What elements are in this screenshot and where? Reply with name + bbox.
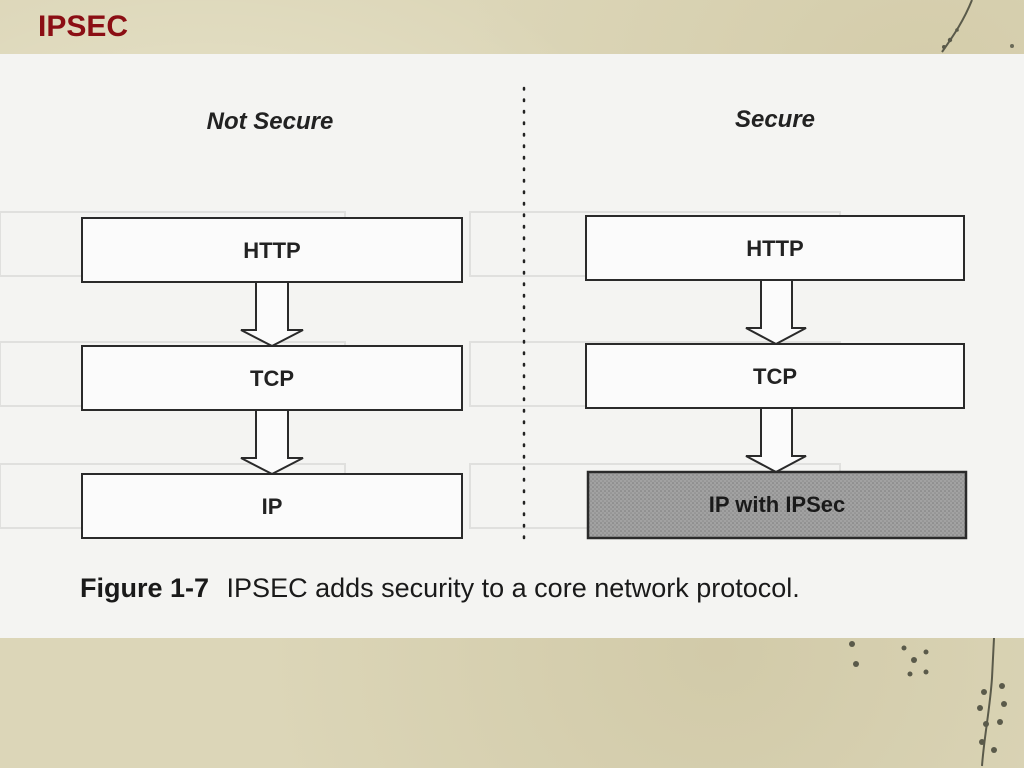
- right-layer-ip-with-ipsec: IP with IPSec: [586, 470, 968, 540]
- figure-caption: Figure 1-7 IPSEC adds security to a core…: [80, 573, 800, 603]
- figure-image: Not Secure Secure HTTP TCP IP HTTP: [0, 54, 1024, 638]
- right-column-heading: Secure: [735, 106, 815, 133]
- figure-label: Figure 1-7: [80, 573, 209, 603]
- layer-label: IP with IPSec: [709, 492, 846, 517]
- layer-label: TCP: [250, 366, 294, 391]
- caption-text: IPSEC adds security to a core network pr…: [227, 573, 800, 603]
- down-arrow: [240, 409, 304, 476]
- layer-label: HTTP: [243, 238, 300, 263]
- left-layer-tcp: TCP: [81, 345, 463, 411]
- botanical-decoration-top: [941, 0, 1014, 53]
- right-layer-http: HTTP: [585, 215, 965, 281]
- layer-label: HTTP: [746, 236, 803, 261]
- slide-title: IPSEC: [38, 10, 129, 43]
- down-arrow: [240, 281, 304, 348]
- down-arrow: [745, 407, 807, 474]
- protocol-stack-diagram: Not Secure Secure HTTP TCP IP HTTP: [0, 86, 968, 603]
- botanical-decoration-bottom: [849, 638, 1007, 767]
- left-layer-ip: IP: [81, 473, 463, 539]
- layer-label: IP: [262, 494, 283, 519]
- left-layer-http: HTTP: [81, 217, 463, 283]
- right-layer-tcp: TCP: [585, 343, 965, 409]
- left-column-heading: Not Secure: [207, 108, 334, 135]
- down-arrow: [745, 279, 807, 346]
- layer-label: TCP: [753, 364, 797, 389]
